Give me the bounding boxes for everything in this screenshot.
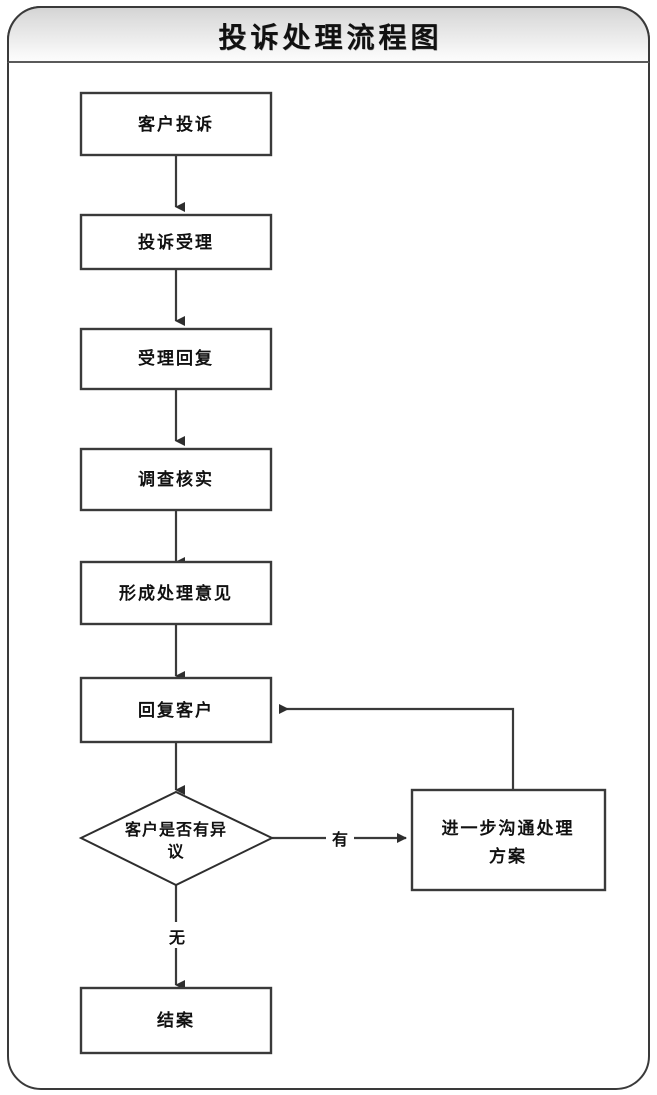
node-label-line1: 进一步沟通处理 xyxy=(442,818,575,839)
node-customer-complaint[interactable]: 客户投诉 xyxy=(79,91,273,157)
node-label: 形成处理意见 xyxy=(119,583,233,604)
diagram-title-bar: 投诉处理流程图 xyxy=(7,6,650,63)
node-case-closed[interactable]: 结案 xyxy=(79,986,273,1055)
node-decision-customer-objection[interactable]: 客户是否有异 议 xyxy=(78,790,275,887)
node-complaint-acceptance[interactable]: 投诉受理 xyxy=(79,213,273,271)
decision-label-line2: 议 xyxy=(167,842,184,861)
diagram-frame xyxy=(7,6,650,1090)
node-label: 受理回复 xyxy=(138,348,214,369)
edge-label-no-wrap: 无 xyxy=(163,922,191,948)
edge-further-back-to-customer-reply xyxy=(279,704,515,790)
node-label-line2: 方案 xyxy=(489,846,527,867)
decision-label-line1: 客户是否有异 xyxy=(125,820,227,839)
node-further-communication-plan[interactable]: 进一步沟通处理 方案 xyxy=(410,788,607,892)
edge-label-no: 无 xyxy=(168,928,185,947)
node-acceptance-reply[interactable]: 受理回复 xyxy=(79,327,273,391)
edge-label-yes: 有 xyxy=(332,830,348,849)
edge-label-yes-wrap: 有 xyxy=(326,824,354,850)
node-label: 回复客户 xyxy=(138,700,214,721)
node-label: 调查核实 xyxy=(138,469,214,490)
node-label: 结案 xyxy=(157,1010,195,1031)
page-title: 投诉处理流程图 xyxy=(218,20,443,54)
node-reply-to-customer[interactable]: 回复客户 xyxy=(79,676,273,744)
node-label: 投诉受理 xyxy=(138,232,214,253)
node-label: 客户投诉 xyxy=(137,114,214,135)
node-form-handling-opinion[interactable]: 形成处理意见 xyxy=(79,560,273,626)
node-investigate-verify[interactable]: 调查核实 xyxy=(79,447,273,512)
